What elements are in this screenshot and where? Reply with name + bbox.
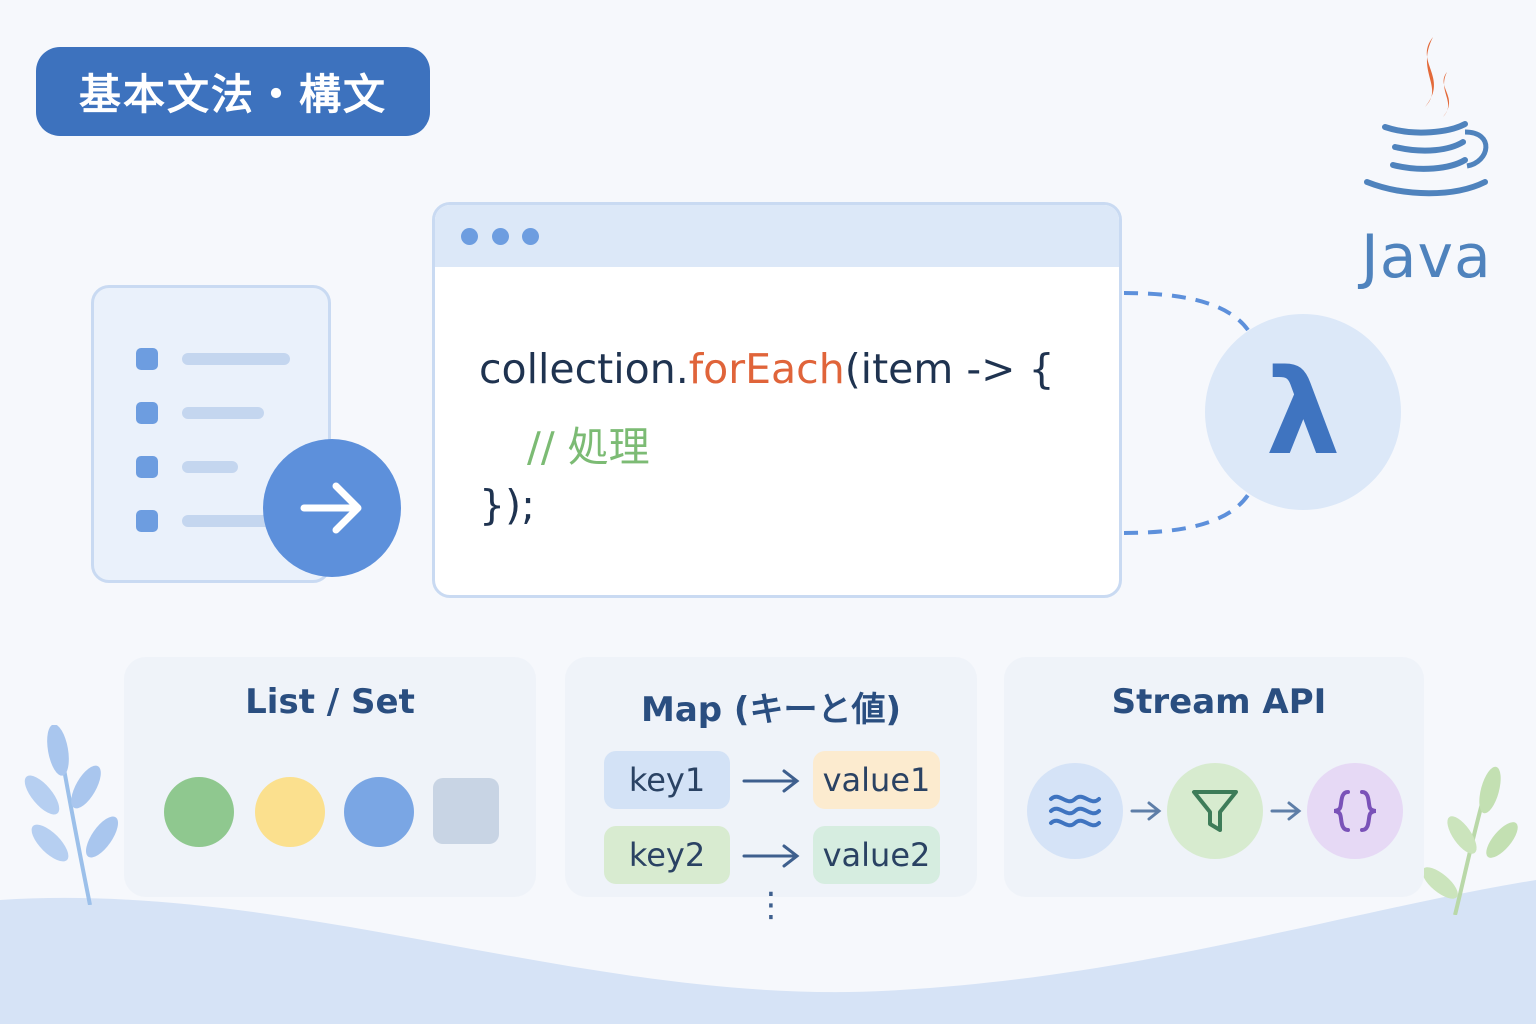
braces-icon <box>1333 790 1377 832</box>
list-document-card <box>91 285 331 583</box>
map-title: Map (キーと値) <box>640 690 902 730</box>
code-method: forEach <box>688 345 845 393</box>
green-circle <box>164 777 234 847</box>
java-coffee-cup-icon <box>1364 37 1489 197</box>
java-logo: Java <box>1355 32 1495 292</box>
code-object: collection. <box>479 345 689 393</box>
list-bullet <box>136 402 158 424</box>
arrow-right-icon <box>742 769 800 793</box>
list-line <box>182 461 238 473</box>
java-wordmark: Java <box>1361 222 1492 292</box>
code-line-3: }); <box>479 481 535 529</box>
blue-circle <box>344 777 414 847</box>
stream-api-title: Stream API <box>1111 682 1327 722</box>
list-bullet <box>136 348 158 370</box>
filter-funnel-icon <box>1192 790 1238 832</box>
map-value: value2 <box>813 826 940 884</box>
left-plant-icon <box>24 725 119 905</box>
section-title-badge: 基本文法・構文 <box>36 47 430 136</box>
window-dot <box>522 228 539 245</box>
more-ellipsis: ⋮ <box>754 885 788 925</box>
list-line <box>182 353 290 365</box>
map-key: key1 <box>604 751 730 809</box>
arrow-right-icon <box>300 482 362 534</box>
wave-icon <box>1049 794 1101 828</box>
stream-filter <box>1167 763 1263 859</box>
arrow-right-icon <box>1130 801 1162 821</box>
lambda-symbol: λ <box>1205 314 1401 510</box>
gray-square <box>433 778 499 844</box>
stream-source <box>1027 763 1123 859</box>
code-line-1: collection.forEach(item -> { <box>479 345 1055 393</box>
list-bullet <box>136 456 158 478</box>
window-dot <box>492 228 509 245</box>
right-plant-icon <box>1422 766 1518 915</box>
dashed-connector <box>1123 291 1250 535</box>
code-lambda-args: (item -> { <box>844 345 1055 393</box>
list-line <box>182 515 272 527</box>
arrow-circle <box>263 439 401 577</box>
list-bullet <box>136 510 158 532</box>
code-editor-window: collection.forEach(item -> { // 処理 }); <box>432 202 1122 598</box>
map-key: key2 <box>604 826 730 884</box>
code-comment: // 処理 <box>527 423 650 471</box>
list-line <box>182 407 264 419</box>
yellow-circle <box>255 777 325 847</box>
map-value: value1 <box>813 751 940 809</box>
window-dot <box>461 228 478 245</box>
stream-collect <box>1307 763 1403 859</box>
background-hill <box>0 880 1536 1024</box>
list-set-title: List / Set <box>245 682 415 722</box>
arrow-right-icon <box>1270 801 1302 821</box>
arrow-right-icon <box>742 844 800 868</box>
window-titlebar <box>435 205 1119 267</box>
